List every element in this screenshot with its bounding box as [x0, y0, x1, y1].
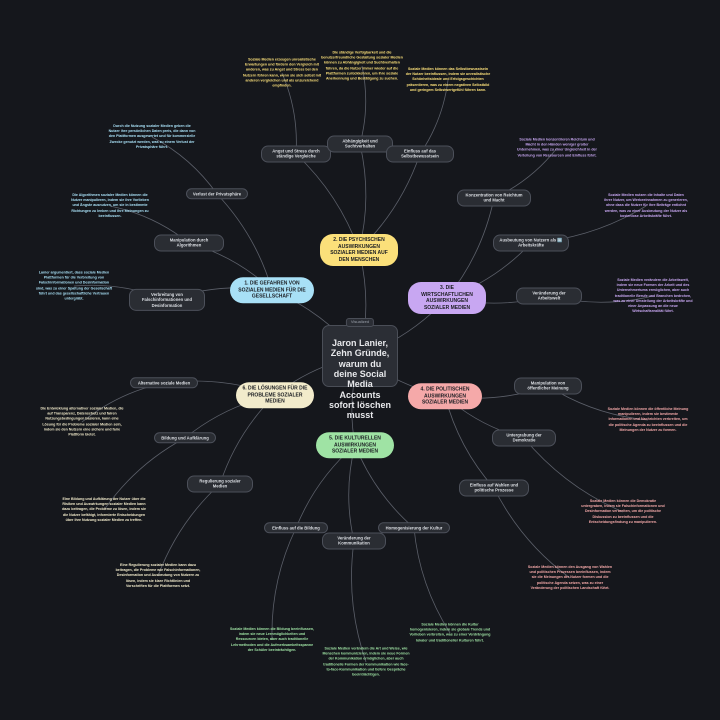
b1-sub-misinformation[interactable]: Verbreitung von Falschinformationen und …	[129, 288, 205, 312]
b1-sub-privacy[interactable]: Verlust der Privatsphäre	[186, 188, 248, 200]
b4-sub-opinion[interactable]: Manipulation von öffentlicher Meinung	[514, 377, 582, 395]
branch-5-title[interactable]: 5. DIE KULTURELLEN AUSWIRKUNGEN SOZIALER…	[316, 432, 394, 458]
b2-note-self-esteem: Soziale Medien können das Selbstbewussts…	[405, 66, 491, 92]
b2-sub-anxiety[interactable]: Angst und Stress durch ständige Vergleic…	[261, 145, 331, 163]
connector-b5-sub-culture-to-b5-note-culture	[413, 527, 451, 634]
b3-sub-exploitation[interactable]: Ausbeutung von Nutzern als 🆓 Arbeitskräf…	[493, 234, 569, 252]
b6-sub-alternatives[interactable]: Alternative soziale Medien	[130, 377, 198, 389]
b2-note-anxiety: Soziale Medien erzeugen unrealistische E…	[242, 57, 322, 88]
b2-note-addiction: Die ständige Verfügbarkeit und die benut…	[321, 50, 403, 81]
b3-note-exploitation: Soziale Medien nutzen die Inhalte und Da…	[604, 192, 688, 218]
b2-sub-addiction[interactable]: Abhängigkeit und Suchtverhalten	[327, 135, 393, 153]
b4-sub-elections[interactable]: Einfluss auf Wahlen und politische Proze…	[459, 479, 529, 497]
branch-1-title[interactable]: 1. DIE GEFAHREN VON SOZIALEN MEDIEN FÜR …	[230, 277, 314, 303]
connector-b4-sub-elections-to-b4-note-elections	[493, 487, 571, 579]
connector-b4-sub-democracy-to-b4-note-democracy	[523, 437, 624, 513]
connector-b5-sub-communication-to-b5-note-communication	[351, 540, 367, 663]
b3-sub-wealth[interactable]: Konzentration von Reichtum und Macht	[457, 189, 531, 207]
b3-sub-workplace[interactable]: Veränderung der Arbeitswelt	[516, 287, 582, 305]
visualized-tag: Visualized	[345, 318, 375, 327]
center-title: Jaron Lanier, Zehn Gründe, warum du dein…	[329, 338, 392, 421]
b1-sub-algorithms[interactable]: Manipulation durch Algorithmen	[154, 234, 224, 252]
b5-sub-culture[interactable]: Homogenisierung der Kultur	[378, 522, 450, 534]
connector-branch-5-title-to-b5-sub-communication	[348, 444, 356, 542]
connector-branch-1-title-to-b1-sub-privacy	[216, 193, 273, 291]
b3-note-wealth: Soziale Medien konzentrieren Reichtum un…	[517, 137, 597, 158]
center-topic[interactable]: Visualized Jaron Lanier, Zehn Gründe, wa…	[322, 318, 398, 420]
b4-note-elections: Soziale Medien können den Ausgang von Wa…	[527, 564, 613, 590]
branch-6-title[interactable]: 6. DIE LÖSUNGEN FÜR DIE PROBLEME SOZIALE…	[236, 382, 314, 408]
connector-b6-sub-education-to-b6-note-education	[103, 437, 186, 511]
b1-note-algorithms: Die Algorithmen sozialer Medien können d…	[71, 192, 149, 218]
branch-2-title[interactable]: 2. DIE PSYCHISCHEN AUSWIRKUNGEN SOZIALER…	[320, 234, 398, 266]
b6-note-education: Eine Bildung und Aufklärung der Nutzer ü…	[62, 496, 146, 522]
b5-note-culture: Soziale Medien können die Kultur homogen…	[409, 622, 491, 643]
b1-note-privacy: Durch die Nutzung sozialer Medien geben …	[108, 123, 196, 149]
b6-sub-regulation[interactable]: Regulierung sozialer Medien	[187, 475, 253, 493]
b6-note-regulation: Eine Regulierung sozialer Medien kann da…	[115, 562, 201, 588]
connector-b5-sub-education-to-b5-note-education	[271, 527, 297, 641]
b6-note-alternatives: Die Entwicklung alternativer sozialer Me…	[40, 406, 124, 437]
b6-sub-education[interactable]: Bildung und Aufklärung	[154, 432, 216, 444]
b5-sub-communication[interactable]: Veränderung der Kommunikation	[322, 532, 386, 550]
connector-b1-sub-privacy-to-b1-note-privacy	[151, 136, 218, 195]
b3-note-workplace: Soziale Medien verändern die Arbeitswelt…	[613, 277, 693, 314]
branch-3-title[interactable]: 3. DIE WIRTSCHAFTLICHEN AUSWIRKUNGEN SOZ…	[408, 282, 486, 314]
branch-4-title[interactable]: 4. DIE POLITISCHEN AUSWIRKUNGEN SOZIALER…	[408, 383, 482, 409]
b2-sub-self-esteem[interactable]: Einfluss auf das Selbstbewusstsein	[386, 145, 454, 163]
connector-branch-6-title-to-b6-sub-regulation	[219, 394, 276, 485]
b4-sub-democracy[interactable]: Untergrabung der Demokratie	[492, 429, 556, 447]
b1-note-misinformation: Lanier argumentiert, dass soziale Medien…	[35, 270, 113, 301]
b5-note-education: Soziale Medien können die Bildung beeinf…	[229, 626, 315, 652]
b4-note-opinion: Soziale Medien können die öffentliche Me…	[607, 406, 689, 432]
b5-sub-education[interactable]: Einfluss auf die Bildung	[264, 522, 328, 534]
b4-note-democracy: Soziale Medien können die Demokratie unt…	[581, 498, 665, 524]
connector-branch-4-title-to-b4-sub-elections	[444, 395, 495, 489]
b5-note-communication: Soziale Medien verändern die Art und Wei…	[322, 646, 410, 677]
